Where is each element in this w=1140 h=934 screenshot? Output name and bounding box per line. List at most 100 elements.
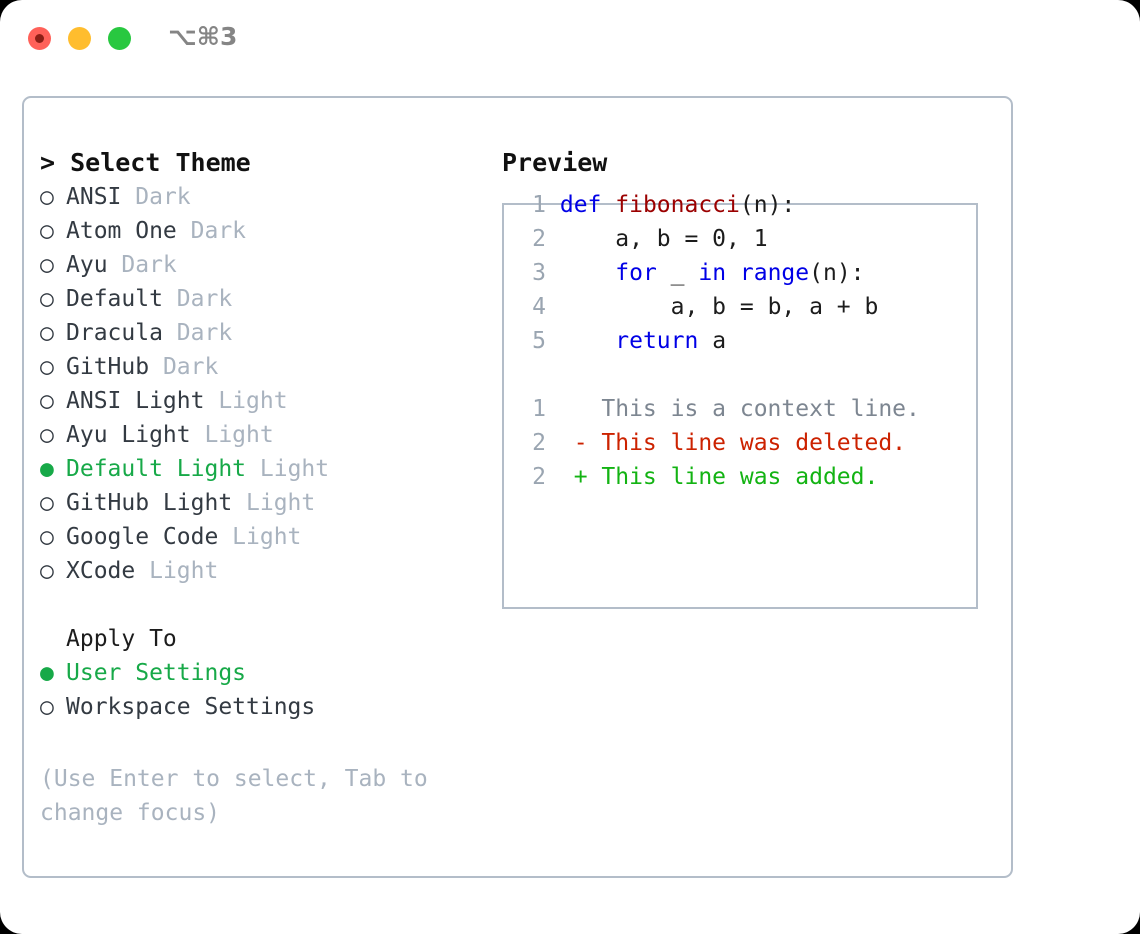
theme-list[interactable]: ○ANSI Dark○Atom One Dark○Ayu Dark○Defaul… bbox=[40, 180, 500, 588]
theme-item-kind: Dark bbox=[190, 218, 247, 244]
code-token: (n): bbox=[809, 260, 865, 286]
apply-to-list[interactable]: ● User Settings ○ Workspace Settings bbox=[40, 656, 500, 724]
keyboard-shortcut-label: ⌥⌘3 bbox=[168, 22, 238, 51]
line-number: 2 bbox=[532, 430, 546, 456]
theme-item-label: Ayu Light bbox=[66, 422, 205, 448]
code-token: return bbox=[615, 328, 713, 354]
radio-unselected-icon: ○ bbox=[40, 320, 54, 346]
theme-item-ansi-light[interactable]: ○ ANSI Light Light bbox=[40, 384, 500, 418]
apply-to-item-label: User Settings bbox=[66, 660, 247, 686]
code-token: def bbox=[559, 192, 616, 218]
code-token bbox=[560, 260, 615, 286]
theme-item-kind: Light bbox=[149, 558, 219, 584]
preview-header: Preview bbox=[502, 148, 608, 177]
theme-item-kind: Light bbox=[204, 422, 274, 448]
code-token: a bbox=[712, 328, 727, 354]
theme-item-label: Default bbox=[66, 286, 177, 312]
radio-unselected-icon: ○ bbox=[40, 558, 54, 584]
radio-unselected-icon: ○ bbox=[40, 218, 54, 244]
apply-to-header: Apply To bbox=[66, 626, 177, 652]
code-line: 4 a, b = b, a + b bbox=[512, 290, 1032, 324]
radio-unselected-icon: ○ bbox=[40, 524, 54, 550]
diff-line-ctx: 1 This is a context line. bbox=[512, 392, 1032, 426]
theme-item-default[interactable]: ○ Default Dark bbox=[40, 282, 500, 316]
theme-item-ayu[interactable]: ○Ayu Dark bbox=[40, 248, 500, 282]
line-number: 3 bbox=[532, 260, 546, 286]
apply-to-item-user-settings[interactable]: ● User Settings bbox=[40, 656, 500, 690]
select-theme-header: > Select Theme bbox=[40, 148, 251, 177]
radio-unselected-icon: ○ bbox=[40, 286, 54, 312]
theme-item-kind: Dark bbox=[176, 286, 233, 312]
code-token: fibonacci bbox=[615, 192, 740, 218]
theme-item-github[interactable]: ○ GitHub Dark bbox=[40, 350, 500, 384]
code-token: (n): bbox=[739, 192, 796, 218]
diff-line-text: - This line was deleted. bbox=[546, 430, 907, 456]
theme-item-label: Default Light bbox=[66, 456, 260, 482]
theme-item-xcode[interactable]: ○ XCode Light bbox=[40, 554, 500, 588]
apply-to-item-label: Workspace Settings bbox=[66, 694, 316, 720]
radio-selected-icon: ● bbox=[40, 660, 54, 686]
apply-to-item-workspace-settings[interactable]: ○ Workspace Settings bbox=[40, 690, 500, 724]
diff-line-del: 2 - This line was deleted. bbox=[512, 426, 1032, 460]
radio-unselected-icon: ○ bbox=[40, 354, 54, 380]
radio-unselected-icon: ○ bbox=[40, 184, 54, 210]
maximize-button[interactable] bbox=[108, 27, 131, 50]
code-line: 3 for _ in range(n): bbox=[512, 256, 1032, 290]
minimize-button[interactable] bbox=[68, 27, 91, 50]
diff-line-add: 2 + This line was added. bbox=[512, 460, 1032, 494]
theme-item-atom-one[interactable]: ○Atom One Dark bbox=[40, 214, 500, 248]
code-line: 2 a, b = 0, 1 bbox=[512, 222, 1032, 256]
theme-item-label: Google Code bbox=[66, 524, 233, 550]
keyboard-hint-text: (Use Enter to select, Tab to change focu… bbox=[40, 766, 442, 826]
line-number: 5 bbox=[532, 328, 546, 354]
line-number: 2 bbox=[532, 464, 546, 490]
code-token: in bbox=[698, 260, 740, 286]
theme-item-kind: Light bbox=[218, 388, 288, 414]
theme-selector-panel: > Select Theme ○ANSI Dark○Atom One Dark○… bbox=[22, 96, 1013, 878]
code-token: _ bbox=[670, 260, 699, 286]
code-diff-separator bbox=[512, 358, 1032, 392]
theme-list-column: > Select Theme ○ANSI Dark○Atom One Dark○… bbox=[40, 146, 500, 724]
theme-item-dracula[interactable]: ○ Dracula Dark bbox=[40, 316, 500, 350]
radio-selected-icon: ● bbox=[40, 456, 54, 482]
theme-item-kind: Dark bbox=[135, 184, 191, 210]
code-line: 1 def fibonacci(n): bbox=[512, 188, 1032, 222]
theme-item-label: XCode bbox=[66, 558, 150, 584]
code-token: a, b = 0, 1 bbox=[559, 226, 768, 252]
theme-item-label: ANSI bbox=[66, 184, 136, 210]
line-number: 4 bbox=[532, 294, 546, 320]
radio-unselected-icon: ○ bbox=[40, 252, 54, 278]
close-button[interactable] bbox=[28, 27, 51, 50]
theme-item-github-light[interactable]: ○ GitHub Light Light bbox=[40, 486, 500, 520]
theme-item-kind: Light bbox=[259, 456, 330, 482]
theme-item-kind: Light bbox=[232, 524, 302, 550]
line-number: 2 bbox=[532, 226, 546, 252]
radio-unselected-icon: ○ bbox=[40, 694, 54, 720]
code-token: range bbox=[739, 260, 810, 286]
theme-item-label: GitHub bbox=[66, 354, 163, 380]
theme-item-label: GitHub Light bbox=[66, 490, 247, 516]
theme-item-default-light[interactable]: ● Default Light Light bbox=[40, 452, 500, 486]
theme-item-label: Dracula bbox=[66, 320, 177, 346]
preview-box bbox=[502, 203, 978, 609]
line-number: 1 bbox=[532, 192, 546, 218]
radio-unselected-icon: ○ bbox=[40, 490, 54, 516]
theme-item-google-code[interactable]: ○ Google Code Light bbox=[40, 520, 500, 554]
diff-line-text: + This line was added. bbox=[546, 464, 879, 490]
theme-item-ayu-light[interactable]: ○Ayu Light Light bbox=[40, 418, 500, 452]
radio-unselected-icon: ○ bbox=[40, 388, 54, 414]
line-number: 1 bbox=[532, 396, 546, 422]
code-token bbox=[560, 328, 615, 354]
theme-item-kind: Dark bbox=[176, 320, 233, 346]
code-line: 5 return a bbox=[512, 324, 1032, 358]
theme-item-label: ANSI Light bbox=[66, 388, 219, 414]
list-spacer bbox=[40, 588, 500, 622]
code-token: for bbox=[615, 260, 671, 286]
theme-item-kind: Light bbox=[246, 490, 316, 516]
title-bar: ⌥⌘3 bbox=[0, 0, 1140, 78]
preview-column: Preview 1 def fibonacci(n):2 a, b = 0, 1… bbox=[502, 146, 1002, 609]
theme-item-ansi[interactable]: ○ ANSI Dark bbox=[40, 180, 500, 214]
theme-item-kind: Dark bbox=[162, 354, 219, 380]
